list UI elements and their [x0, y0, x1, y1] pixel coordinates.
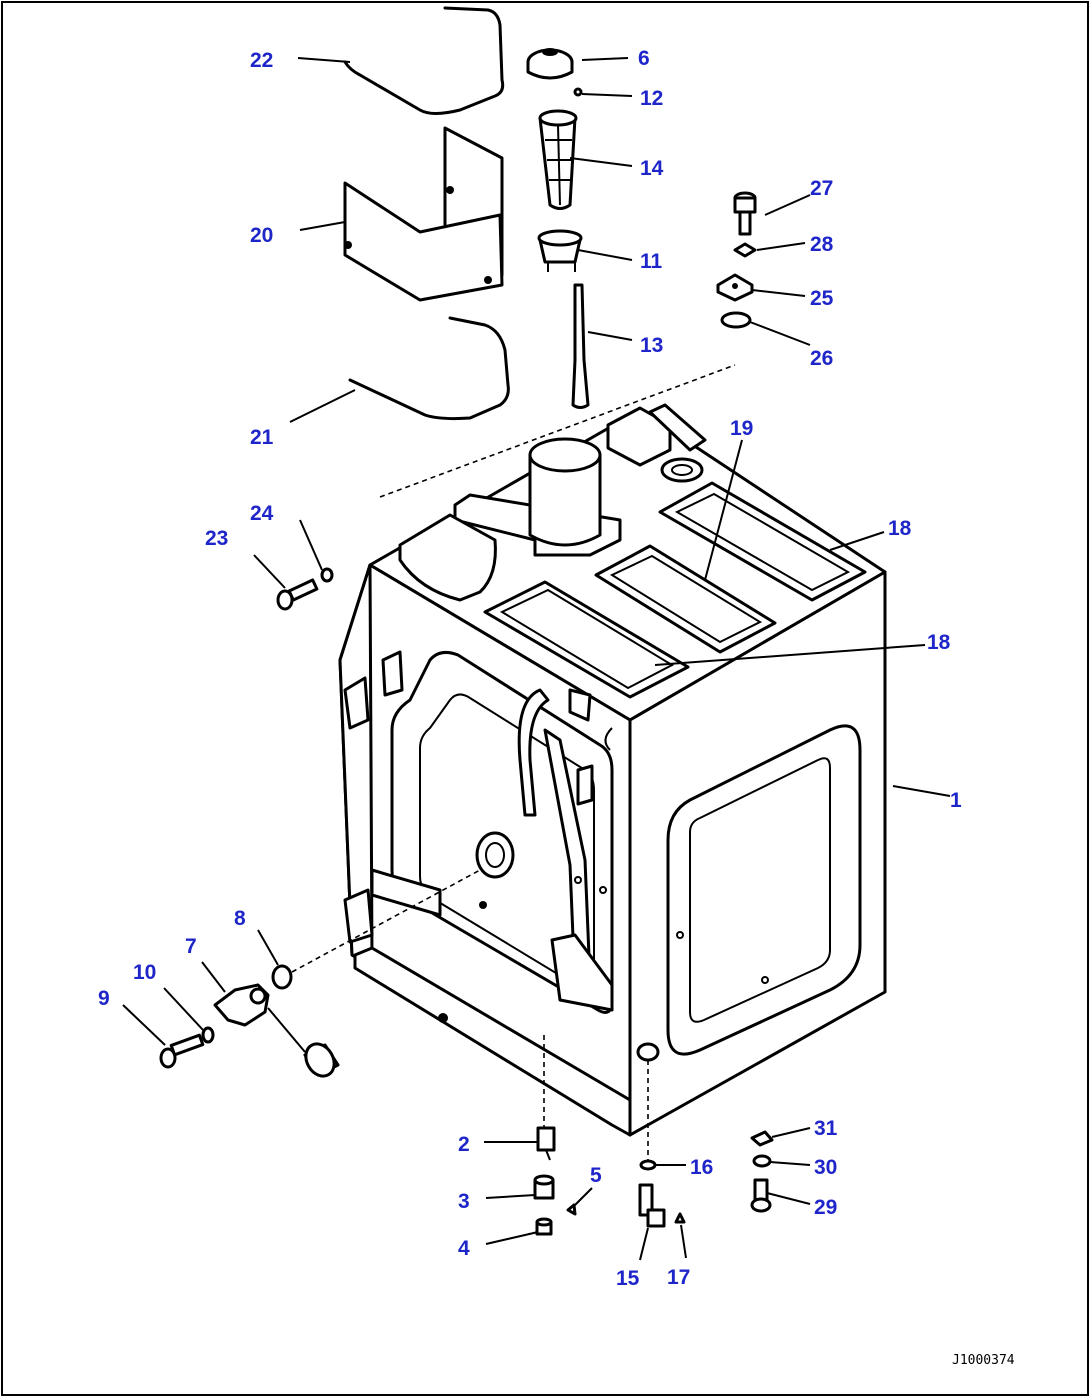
inspection-cover-middle: [594, 544, 777, 654]
drawing-code: J1000374: [952, 1353, 1015, 1368]
elbow-3: [533, 1174, 555, 1200]
bolt-upper: [733, 191, 757, 236]
callout-17: 17: [667, 1266, 690, 1289]
callout-18-rear: 18: [888, 517, 912, 540]
callout-10: 10: [133, 961, 156, 984]
bolt-left: [276, 578, 319, 611]
assembly-line-top: [379, 364, 736, 498]
inspection-cover-front: [483, 580, 690, 699]
bolt-9: [159, 1033, 205, 1069]
lock-washer-upper: [733, 242, 757, 258]
sensor-unit: [213, 983, 340, 1078]
small-pin: [573, 87, 583, 97]
callout-4: 4: [458, 1237, 470, 1260]
callout-23: 23: [205, 527, 228, 550]
callout-7: 7: [185, 935, 197, 958]
o-ring: [720, 311, 752, 329]
strainer: [538, 109, 578, 210]
callout-30: 30: [814, 1156, 837, 1179]
tank-cover-plate: [343, 126, 504, 302]
callout-6: 6: [638, 47, 650, 70]
strap-band-upper: [343, 6, 505, 115]
callout-24: 24: [250, 502, 274, 525]
callout-14: 14: [640, 157, 664, 180]
leader-lines: [122, 57, 951, 1261]
callout-16: 16: [690, 1156, 713, 1179]
callout-21: 21: [250, 426, 274, 449]
callout-27: 27: [810, 177, 833, 200]
callout-9: 9: [98, 987, 110, 1010]
callout-2: 2: [458, 1133, 470, 1156]
callout-11: 11: [640, 250, 663, 273]
valve-15: [638, 1183, 666, 1228]
cap-17: [674, 1212, 686, 1224]
callout-3: 3: [458, 1190, 470, 1213]
callout-1: 1: [950, 789, 962, 812]
callout-19: 19: [730, 417, 753, 440]
filler-neck: [453, 437, 622, 557]
callout-26: 26: [810, 347, 833, 370]
callout-12: 12: [640, 87, 663, 110]
inspection-cover-rear: [658, 481, 867, 602]
clip-31: [750, 1130, 774, 1147]
callout-labels: 22 6 12 14 27 28 20 11 25 13 26 21 19 18…: [98, 47, 962, 1290]
callout-20: 20: [250, 224, 273, 247]
filler-cap: [526, 48, 574, 80]
callout-8: 8: [234, 907, 246, 930]
plug-4: [535, 1217, 553, 1236]
callout-5: 5: [590, 1164, 602, 1187]
callout-13: 13: [640, 334, 663, 357]
tank-body: [338, 403, 887, 1137]
callout-15: 15: [616, 1267, 640, 1290]
callout-29: 29: [814, 1196, 837, 1219]
callout-25: 25: [810, 287, 834, 310]
drain-adapter-2: [536, 1126, 556, 1161]
level-gauge-stick: [571, 283, 590, 409]
callout-18-front: 18: [927, 631, 951, 654]
flange-plate: [716, 273, 754, 302]
mounting-collar: [537, 229, 583, 272]
callout-31: 31: [814, 1117, 838, 1140]
washer-30: [752, 1154, 772, 1168]
washer-left: [320, 567, 334, 583]
gasket-8: [271, 964, 293, 990]
cap-5: [566, 1203, 577, 1216]
callout-22: 22: [250, 49, 273, 72]
bolt-29: [750, 1178, 772, 1213]
strap-band-lower: [348, 316, 510, 421]
callout-28: 28: [810, 233, 834, 256]
washer-10: [201, 1026, 215, 1044]
seal-16: [639, 1159, 657, 1171]
